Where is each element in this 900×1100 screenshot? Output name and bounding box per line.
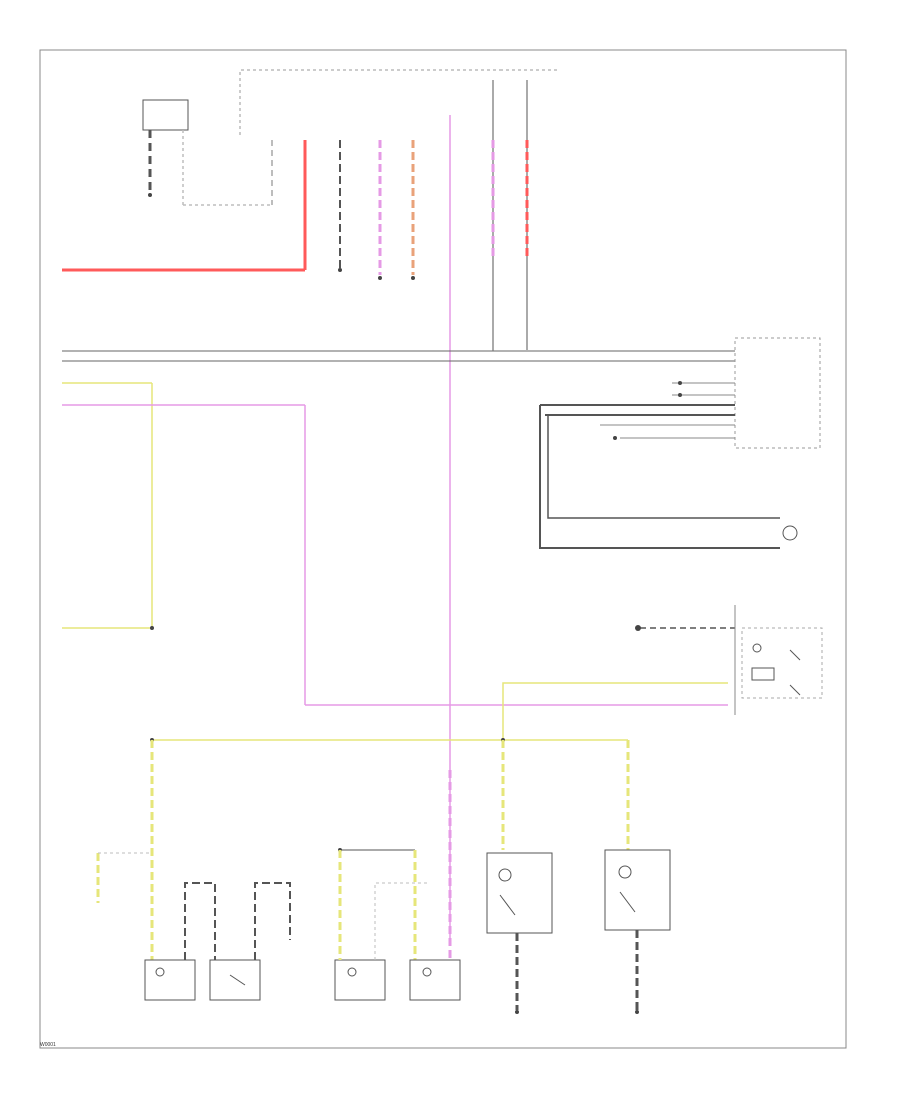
diagram-frame bbox=[39, 49, 847, 1049]
top-left-sensor bbox=[142, 99, 270, 206]
horizontal-buses bbox=[62, 350, 735, 706]
right-module bbox=[539, 337, 821, 549]
top-connector-block bbox=[239, 69, 560, 135]
bottom-components bbox=[144, 770, 671, 1014]
top-vertical-wires bbox=[62, 80, 529, 940]
bottom-yellow-bus bbox=[96, 738, 630, 960]
right-switch bbox=[502, 605, 823, 740]
diagram-id: W0001 bbox=[40, 1042, 56, 1048]
